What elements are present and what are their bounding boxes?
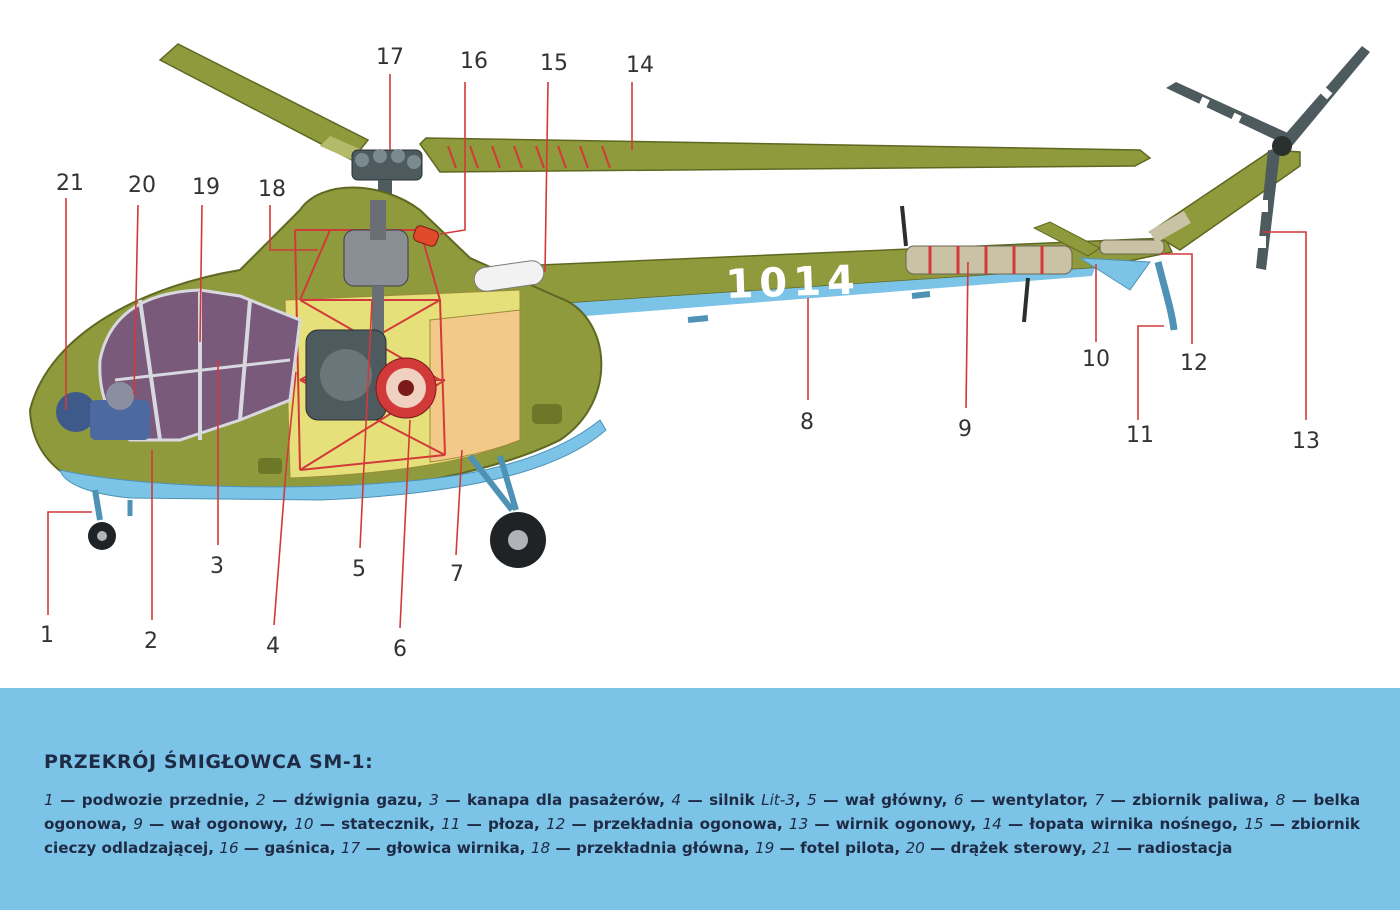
rotor-head (351, 149, 423, 216)
legend-number: 3 (429, 791, 439, 809)
callout-14: 14 (626, 53, 654, 78)
callout-11: 11 (1126, 423, 1154, 448)
main-landing-gear (467, 454, 546, 568)
legend-text: gaśnica (264, 839, 330, 857)
legend-text: przekładnia główna (575, 839, 744, 857)
legend-text: drążek sterowy (950, 839, 1081, 857)
callout-8: 8 (800, 410, 814, 435)
belly-stripe (59, 419, 607, 501)
callout-19: 19 (192, 175, 220, 200)
legend-text: wentylator (991, 791, 1083, 809)
legend-number: 6 (953, 791, 964, 809)
legend-number: 10 (294, 815, 314, 833)
callout-3: 3 (210, 554, 224, 579)
legend-text: fotel pilota (800, 839, 895, 857)
legend-number: 13 (788, 815, 809, 833)
legend-text: dźwignia gazu (293, 791, 418, 809)
legend-number: 5 (807, 791, 817, 809)
legend-text: kanapa dla pasażerów (466, 791, 660, 809)
legend-text: silnik (709, 791, 755, 809)
blade-ribs (447, 145, 611, 169)
callout-numbers: 1 2 3 4 5 6 7 8 9 10 11 12 13 14 15 16 1… (40, 45, 1320, 662)
callout-12: 12 (1180, 351, 1208, 376)
legend-text: wirnik ogonowy (835, 815, 971, 833)
callout-15: 15 (540, 51, 568, 76)
legend-number: 4 (671, 791, 682, 809)
callout-21: 21 (56, 171, 84, 196)
fan (375, 357, 437, 419)
legend-number: 14 (982, 815, 1002, 833)
callout-17: 17 (376, 45, 404, 70)
legend-number: 9 (133, 815, 143, 833)
legend-text: zbiornik paliwa (1132, 791, 1264, 809)
legend-number: 19 (754, 839, 775, 857)
callout-9: 9 (958, 417, 972, 442)
legend-text: statecznik (341, 815, 430, 833)
legend-number: 18 (530, 839, 551, 857)
main-rotor-blade-left (158, 43, 370, 161)
cockpit-glazing (98, 288, 302, 442)
engine (305, 329, 387, 421)
legend-number: 20 (905, 839, 925, 857)
legend-number: 12 (546, 815, 566, 833)
legend-text: belka ogonowa (44, 791, 1361, 833)
legend-text: podwozie przednie (81, 791, 244, 809)
legend-text: płoza (488, 815, 535, 833)
nose-landing-gear (88, 489, 116, 550)
callout-20: 20 (128, 173, 156, 198)
legend-text: zbiornik cieczy odladzającej (44, 815, 1361, 857)
callout-2: 2 (144, 629, 158, 654)
leader-lines (47, 74, 1307, 629)
legend-number: 1 (44, 791, 54, 809)
legend-number: 11 (441, 815, 461, 833)
tail-rotor (1166, 46, 1370, 270)
legend-number: 21 (1092, 839, 1112, 857)
caption-title: PRZEKRÓJ ŚMIGŁOWCA SM-1: (44, 751, 374, 773)
callout-16: 16 (460, 49, 488, 74)
tail-pylon (1148, 149, 1301, 251)
callout-18: 18 (258, 177, 286, 202)
helicopter-cutaway-diagram: 1014 1 2 (28, 43, 1370, 662)
aircraft-marking: 1014 (725, 257, 862, 308)
legend-text: przekładnia ogonowa (592, 815, 777, 833)
legend-number: 15 (1244, 815, 1264, 833)
legend-number: 7 (1094, 791, 1105, 809)
legend-text: radiostacja (1137, 839, 1233, 857)
legend-text: łopata wirnika nośnego (1029, 815, 1233, 833)
callout-5: 5 (352, 557, 366, 582)
callout-6: 6 (393, 637, 407, 662)
deicing-tank (473, 260, 545, 292)
legend-number: 2 (256, 791, 266, 809)
main-rotor-blade-right (419, 137, 1152, 173)
callout-10: 10 (1082, 347, 1110, 372)
legend-number: 17 (340, 839, 361, 857)
callout-7: 7 (450, 562, 464, 587)
tail-skid (1154, 261, 1178, 331)
legend-text: wał główny (844, 791, 942, 809)
callout-4: 4 (266, 634, 280, 659)
legend-text: głowica wirnika (385, 839, 520, 857)
stabilizer (1032, 221, 1101, 257)
legend-text-italic: Lit-3 (761, 791, 795, 809)
callout-13: 13 (1292, 429, 1320, 454)
fuel-tank (429, 309, 521, 463)
caption-legend: 1 — podwozie przednie, 2 — dźwignia gazu… (44, 791, 1361, 857)
legend-number: 16 (219, 839, 239, 857)
tail-shaft (905, 239, 1165, 275)
callout-1: 1 (40, 623, 54, 648)
extinguisher (412, 225, 440, 247)
radio-station (56, 382, 150, 440)
legend-number: 8 (1275, 791, 1286, 809)
legend-text: wał ogonowy (170, 815, 283, 833)
caption-band: PRZEKRÓJ ŚMIGŁOWCA SM-1: 1 — podwozie pr… (0, 688, 1400, 910)
